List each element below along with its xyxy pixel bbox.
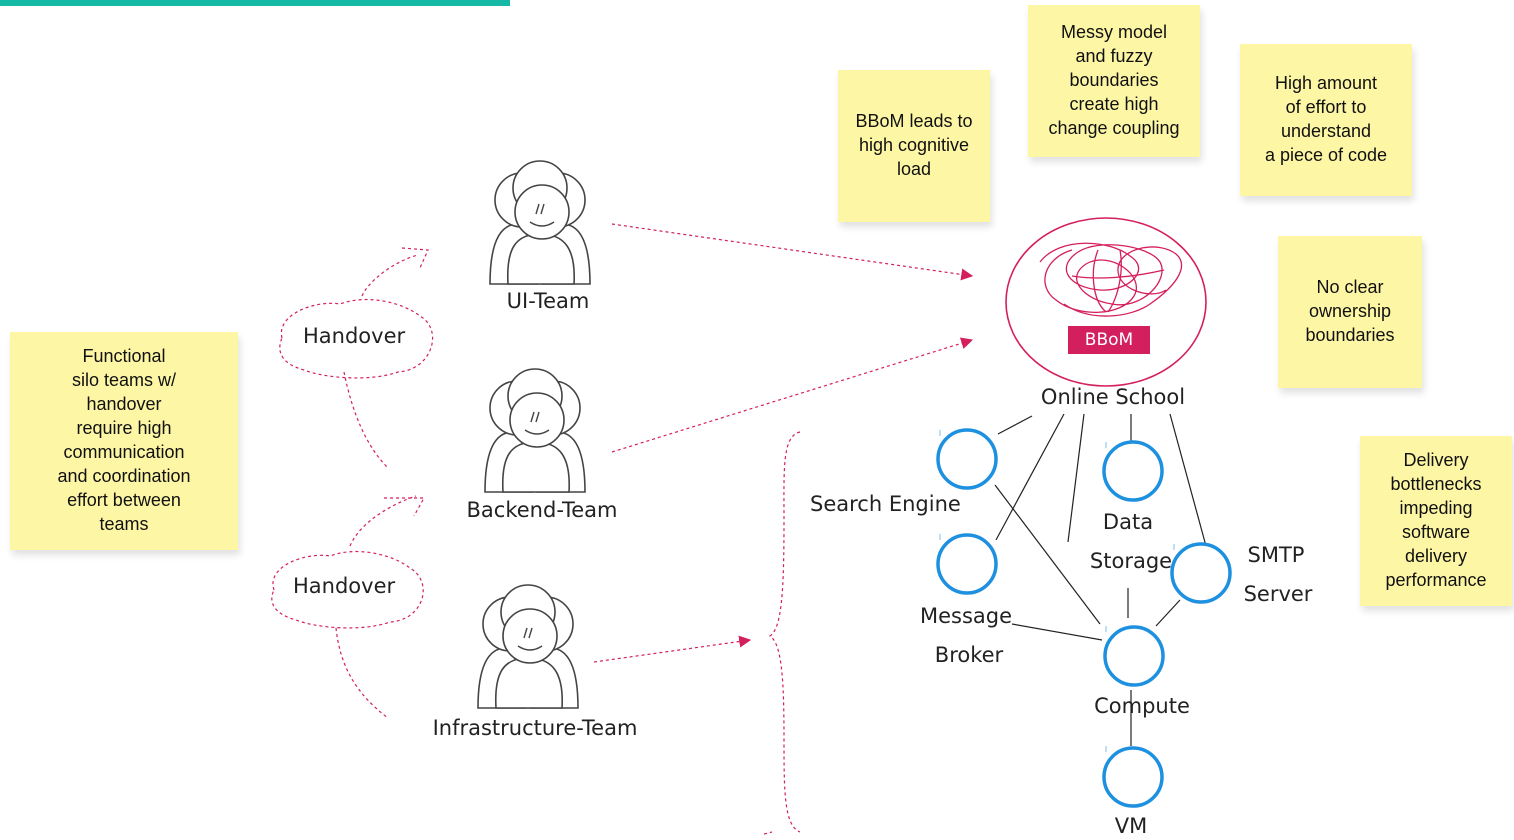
component-label-smtp: SMTP <box>1247 543 1305 567</box>
note-understanding-effort: High amount of effort to understand a pi… <box>1240 44 1412 196</box>
team-icon <box>484 368 586 493</box>
dependency-arrows <box>593 223 974 835</box>
messy-yarn-icon <box>1039 242 1183 317</box>
team-label-backend: Backend-Team <box>466 498 618 522</box>
bbom-badge: BBoM <box>1068 326 1150 354</box>
component-node-icon <box>936 533 998 595</box>
note-silo-teams: Functional silo teams w/ handover requir… <box>10 332 238 550</box>
handover-flow <box>335 247 429 719</box>
bbom-ellipse <box>1005 217 1207 387</box>
component-label-message: Message <box>919 604 1013 628</box>
component-node-icon <box>1103 625 1165 687</box>
component-label-data: Data <box>1102 510 1154 534</box>
note-ownership: No clear ownership boundaries <box>1278 236 1422 388</box>
component-label-compute: Compute <box>1094 694 1190 718</box>
note-cognitive-load: BBoM leads to high cognitive load <box>838 70 990 222</box>
system-label-online-school: Online School <box>1040 385 1186 409</box>
team-icon <box>477 584 579 709</box>
component-links <box>994 413 1207 746</box>
component-label-server: Server <box>1243 582 1313 606</box>
handover-label: Handover <box>293 574 396 598</box>
accent-bar <box>0 0 510 6</box>
team-label-infrastructure: Infrastructure-Team <box>432 716 638 740</box>
handover-label: Handover <box>303 324 406 348</box>
component-label-storage: Storage <box>1089 549 1173 573</box>
handover-cloud-icon <box>271 550 424 629</box>
note-change-coupling: Messy model and fuzzy boundaries create … <box>1028 5 1200 157</box>
handover-cloud-icon <box>279 298 434 379</box>
component-node-icon <box>936 428 998 490</box>
component-label-search-engine: Search Engine <box>810 492 961 516</box>
component-label-broker: Broker <box>934 643 1004 667</box>
component-label-vm: VM <box>1114 814 1148 838</box>
component-node-icon <box>1170 542 1232 604</box>
component-node-icon <box>1102 746 1164 808</box>
team-label-ui: UI-Team <box>506 289 590 313</box>
note-delivery-bottlenecks: Delivery bottlenecks impeding software d… <box>1360 436 1512 606</box>
team-icon <box>489 160 591 285</box>
component-node-icon <box>1102 440 1164 502</box>
